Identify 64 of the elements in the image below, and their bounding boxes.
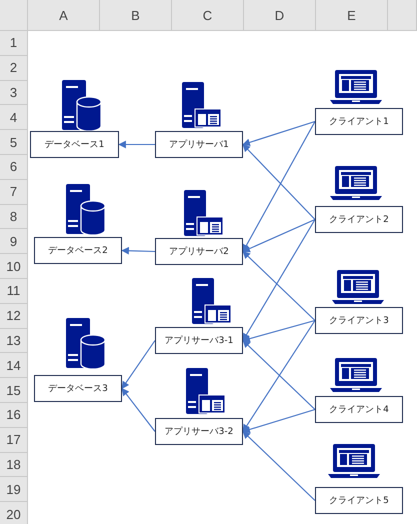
box-label: データベース1 bbox=[44, 139, 104, 151]
box-label: クライアント1 bbox=[329, 116, 389, 128]
arrow bbox=[118, 140, 155, 148]
box-label: クライアント2 bbox=[329, 214, 389, 226]
box-label: クライアント3 bbox=[329, 315, 389, 327]
arrow bbox=[242, 430, 316, 501]
row-header: 10 bbox=[0, 254, 28, 279]
box-label: データベース3 bbox=[48, 383, 108, 395]
row-header: 1 bbox=[0, 31, 28, 56]
arrow bbox=[122, 388, 156, 432]
row-header: 12 bbox=[0, 304, 28, 329]
column-header: C bbox=[172, 0, 244, 31]
arrow bbox=[121, 246, 156, 255]
arrow bbox=[122, 340, 156, 390]
box-label: データベース2 bbox=[48, 245, 108, 257]
process-box bbox=[34, 375, 122, 402]
row-header: 3 bbox=[0, 80, 28, 106]
arrow bbox=[242, 250, 316, 321]
process-box bbox=[155, 131, 243, 158]
row-header: 2 bbox=[0, 56, 28, 81]
process-box bbox=[155, 327, 243, 354]
process-box bbox=[30, 131, 119, 158]
box-label: クライアント4 bbox=[329, 404, 389, 416]
process-box bbox=[155, 238, 243, 265]
box-label: アプリサーバ3-2 bbox=[164, 425, 234, 438]
process-box bbox=[315, 487, 403, 514]
row-header: 20 bbox=[0, 502, 28, 524]
column-header: B bbox=[100, 0, 172, 31]
process-box bbox=[155, 418, 243, 445]
arrow bbox=[242, 219, 316, 252]
row-header: 15 bbox=[0, 378, 28, 403]
box-label: アプリサーバ3-1 bbox=[164, 334, 234, 347]
row-header: 4 bbox=[0, 105, 28, 130]
column-header: D bbox=[244, 0, 316, 31]
row-header: 11 bbox=[0, 279, 28, 304]
box-label: クライアント5 bbox=[329, 495, 389, 507]
row-header: 6 bbox=[0, 155, 28, 180]
process-box bbox=[315, 396, 403, 423]
box-label: アプリサーバ1 bbox=[169, 138, 229, 151]
row-header: 19 bbox=[0, 477, 28, 502]
arrow bbox=[242, 144, 316, 220]
box-label: アプリサーバ2 bbox=[169, 245, 229, 258]
row-header: 13 bbox=[0, 328, 28, 354]
row-header: 7 bbox=[0, 180, 28, 205]
process-box bbox=[315, 108, 403, 135]
column-header: E bbox=[316, 0, 388, 31]
arrow bbox=[242, 320, 316, 432]
column-header: A bbox=[28, 0, 100, 31]
arrow bbox=[242, 121, 316, 252]
row-header: 9 bbox=[0, 229, 28, 254]
process-box bbox=[315, 307, 403, 334]
arrow bbox=[242, 219, 316, 342]
row-header: 8 bbox=[0, 204, 28, 230]
process-box bbox=[34, 237, 122, 264]
row-header: 16 bbox=[0, 403, 28, 428]
row-header: 17 bbox=[0, 428, 28, 453]
process-box bbox=[315, 206, 403, 233]
arrow bbox=[242, 408, 316, 434]
row-header: 14 bbox=[0, 353, 28, 378]
row-header: 18 bbox=[0, 452, 28, 478]
arrow bbox=[242, 320, 316, 342]
arrow bbox=[242, 340, 316, 410]
arrow bbox=[242, 120, 316, 146]
row-header: 5 bbox=[0, 130, 28, 155]
